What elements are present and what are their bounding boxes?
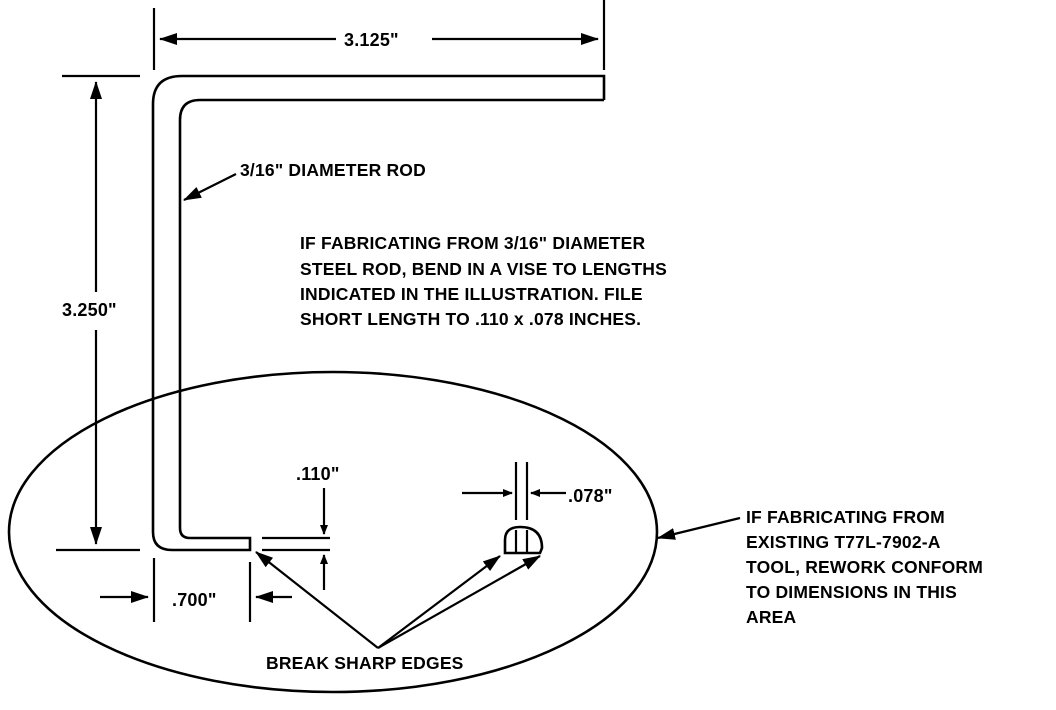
note-fabricate-existing-line: EXISTING T77L-7902-A [746, 532, 941, 552]
dimension-tip-width-label: .078" [568, 486, 613, 506]
note-fabricate-existing-line: AREA [746, 607, 797, 627]
break-edges-label: BREAK SHARP EDGES [266, 653, 464, 673]
note-fabricate-rod-line: SHORT LENGTH TO .110 x .078 INCHES. [300, 309, 641, 329]
note-fabricate-existing-line: TO DIMENSIONS IN THIS [746, 582, 957, 602]
note-fabricate-rod: IF FABRICATING FROM 3/16" DIAMETER STEEL… [300, 233, 672, 329]
dimension-base-length [100, 558, 292, 622]
dimension-height-label: 3.250" [62, 300, 117, 320]
dimension-tip-width [462, 462, 566, 520]
dimension-top-width-label: 3.125" [344, 30, 399, 50]
dimension-tip-thickness [262, 488, 330, 590]
note-fabricate-existing-line: IF FABRICATING FROM [746, 507, 945, 527]
note-fabricate-rod-line: IF FABRICATING FROM 3/16" DIAMETER [300, 233, 646, 253]
note-fabricate-rod-line: STEEL ROD, BEND IN A VISE TO LENGTHS [300, 259, 667, 279]
rod-label: 3/16" DIAMETER ROD [240, 160, 426, 180]
rod-shape [151, 74, 606, 552]
note-fabricate-rod-line: INDICATED IN THE ILLUSTRATION. FILE [300, 284, 643, 304]
existing-tool-note-leader [657, 516, 741, 540]
note-fabricate-existing-line: TOOL, REWORK CONFORM [746, 557, 983, 577]
dimension-top-width [152, 0, 606, 70]
detail-area-ellipse [7, 370, 659, 694]
dimension-height [56, 74, 140, 552]
tip-cross-section [503, 525, 544, 555]
dimension-tip-thickness-label: .110" [296, 464, 340, 484]
rod-label-leader [183, 173, 237, 201]
dimension-base-length-label: .700" [172, 590, 217, 610]
break-edges-leaders [255, 551, 541, 649]
note-fabricate-existing: IF FABRICATING FROM EXISTING T77L-7902-A… [746, 507, 988, 627]
